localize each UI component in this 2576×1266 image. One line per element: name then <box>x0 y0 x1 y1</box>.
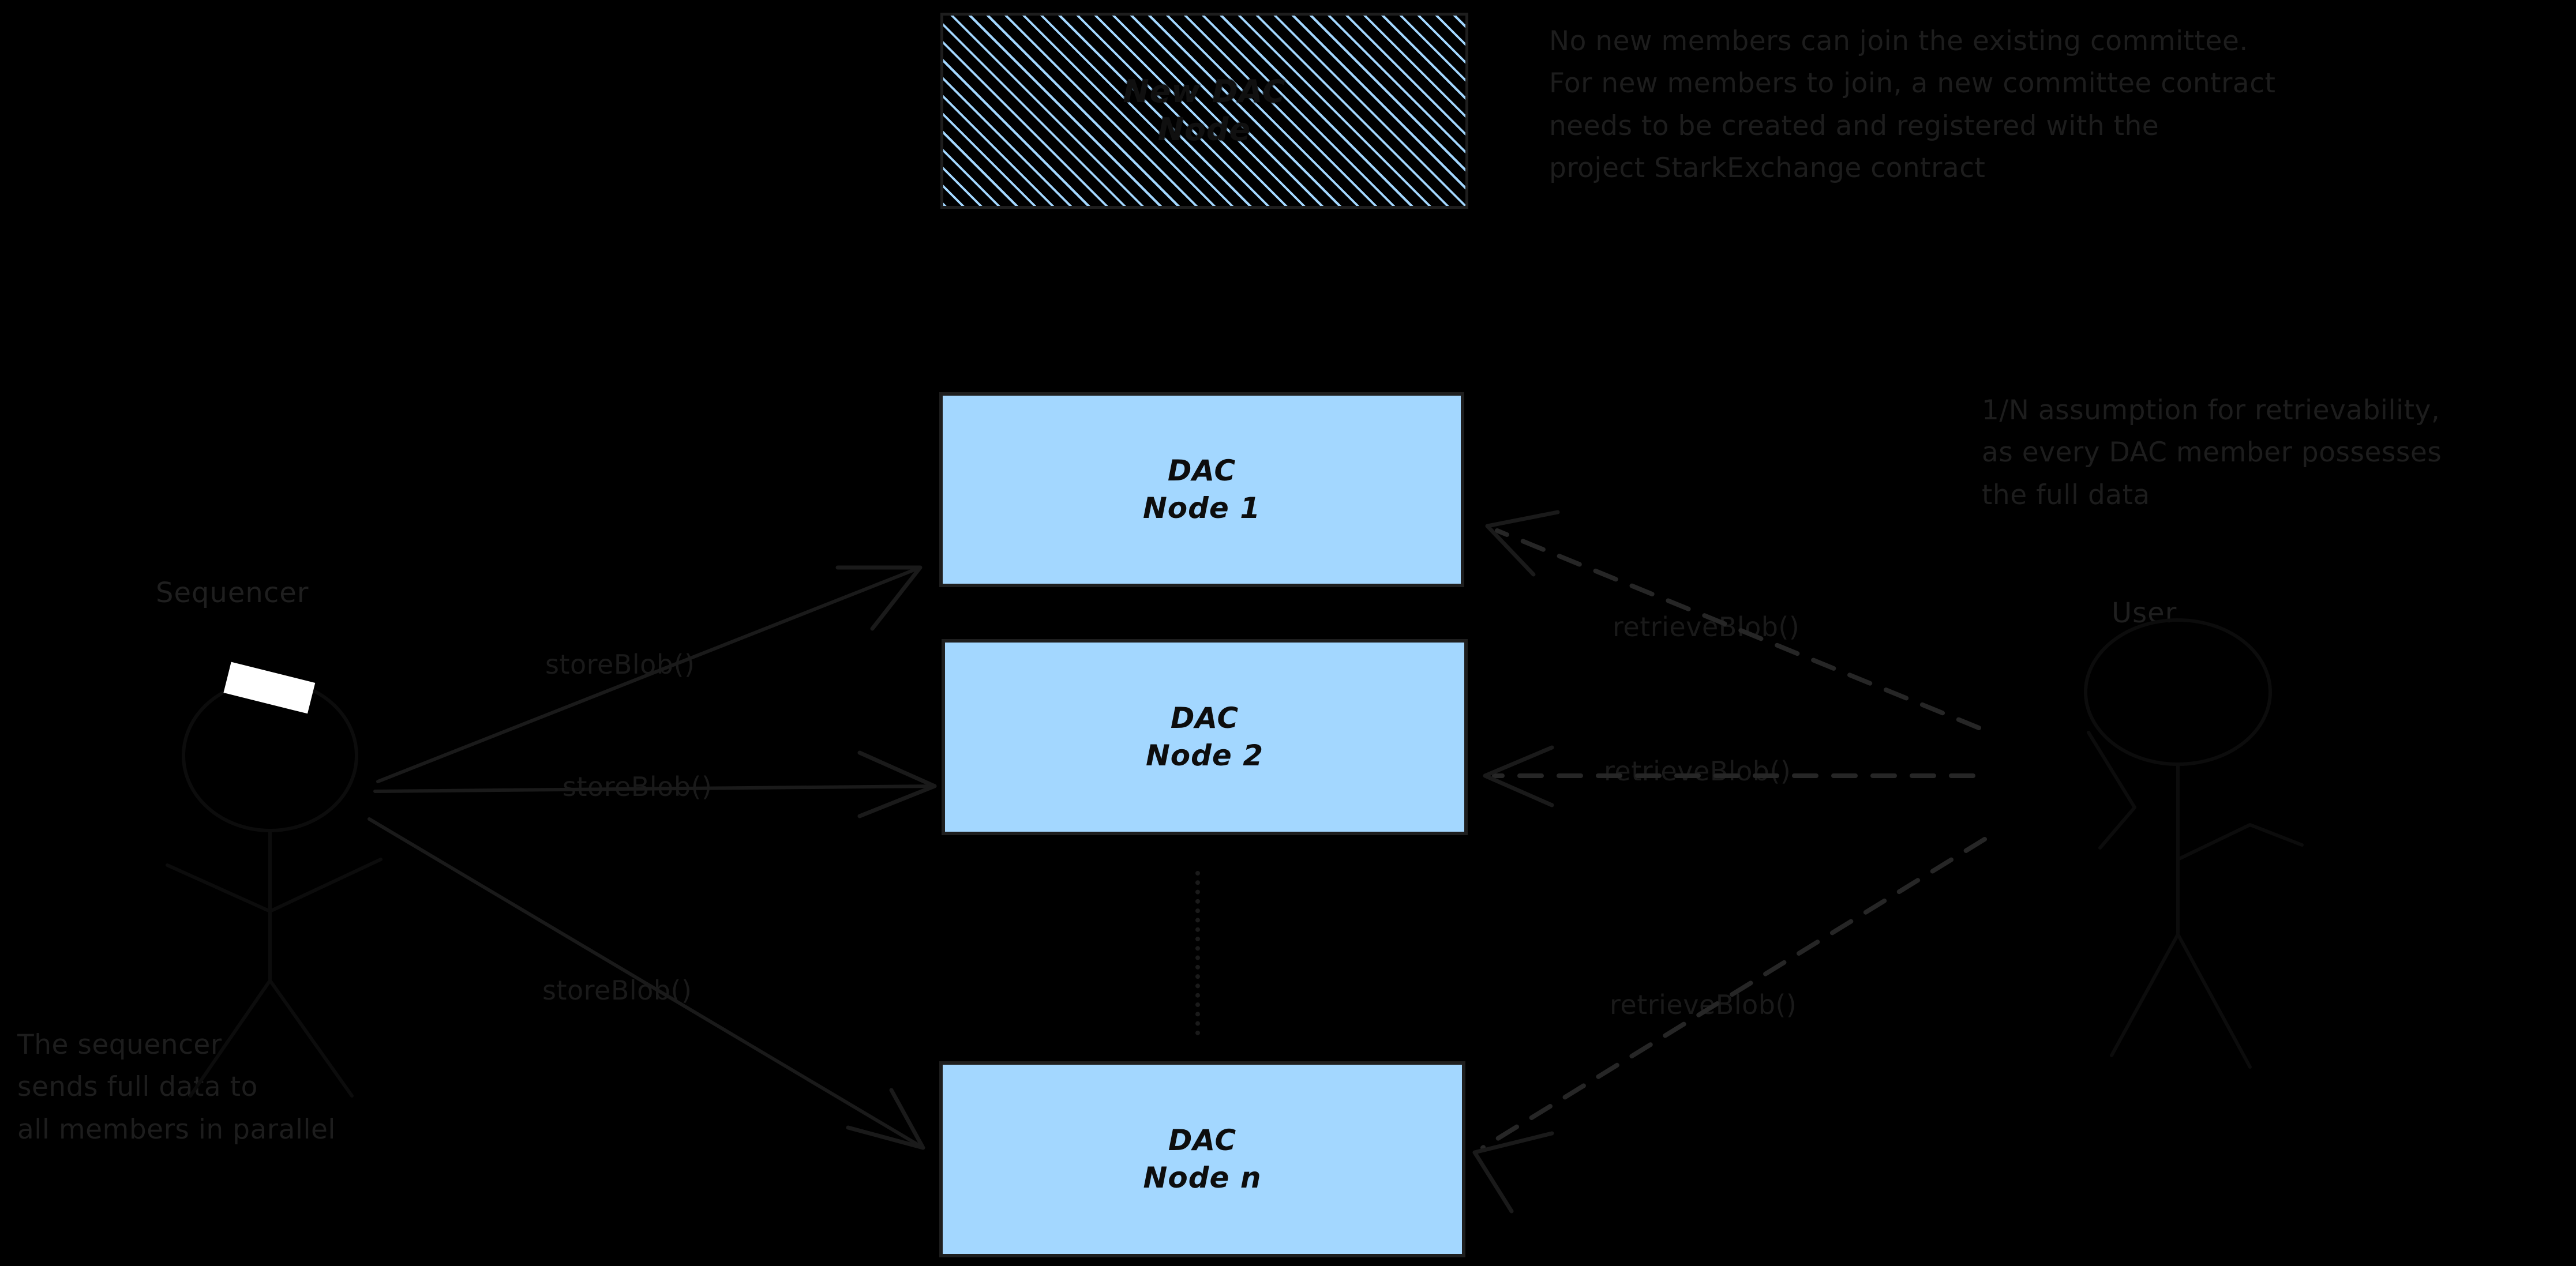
annotation-retrievability: 1/N assumption for retrievability, as ev… <box>1982 395 2442 511</box>
arrow-retrieveblob-node-n <box>1472 837 1987 1214</box>
dac-node-n-box[interactable]: DAC Node n <box>939 1061 1465 1257</box>
new-dac-node-label-line1: New DAC <box>1123 73 1286 110</box>
new-dac-node-label-line2: Node <box>1157 111 1251 148</box>
annotation-sequencer-parallel: The sequencer sends full data to all mem… <box>17 1029 336 1145</box>
dac-node-2-line1: DAC <box>1170 701 1239 735</box>
dac-node-1-box[interactable]: DAC Node 1 <box>939 392 1464 587</box>
new-dac-node-box[interactable]: New DAC Node <box>940 13 1468 209</box>
dac-node-1-line2: Node 1 <box>1142 491 1261 525</box>
user-figure-icon <box>2084 618 2304 1069</box>
new-dac-node-label: New DAC Node <box>1123 73 1285 149</box>
sequencer-highlight-slip <box>223 662 316 714</box>
edge-label-retrieveblob-2: retrieveBlob() <box>1604 756 1791 787</box>
edge-label-storeblob-3: storeBlob() <box>542 975 692 1006</box>
node-continuation-dotted-line <box>1195 871 1200 1035</box>
edge-label-retrieveblob-3: retrieveBlob() <box>1610 989 1797 1020</box>
dac-node-2-box[interactable]: DAC Node 2 <box>942 639 1468 835</box>
dac-node-n-line1: DAC <box>1168 1124 1237 1157</box>
edge-label-storeblob-2: storeBlob() <box>563 771 713 802</box>
user-label: User <box>2112 597 2177 629</box>
edge-label-retrieveblob-1: retrieveBlob() <box>1613 611 1800 643</box>
dac-node-1-line1: DAC <box>1167 454 1236 487</box>
edge-label-storeblob-1: storeBlob() <box>545 649 695 680</box>
dac-node-2-line2: Node 2 <box>1145 739 1264 772</box>
dac-node-n-line2: Node n <box>1143 1161 1262 1194</box>
sequencer-label: Sequencer <box>156 577 309 609</box>
annotation-new-members: No new members can join the existing com… <box>1549 25 2276 184</box>
